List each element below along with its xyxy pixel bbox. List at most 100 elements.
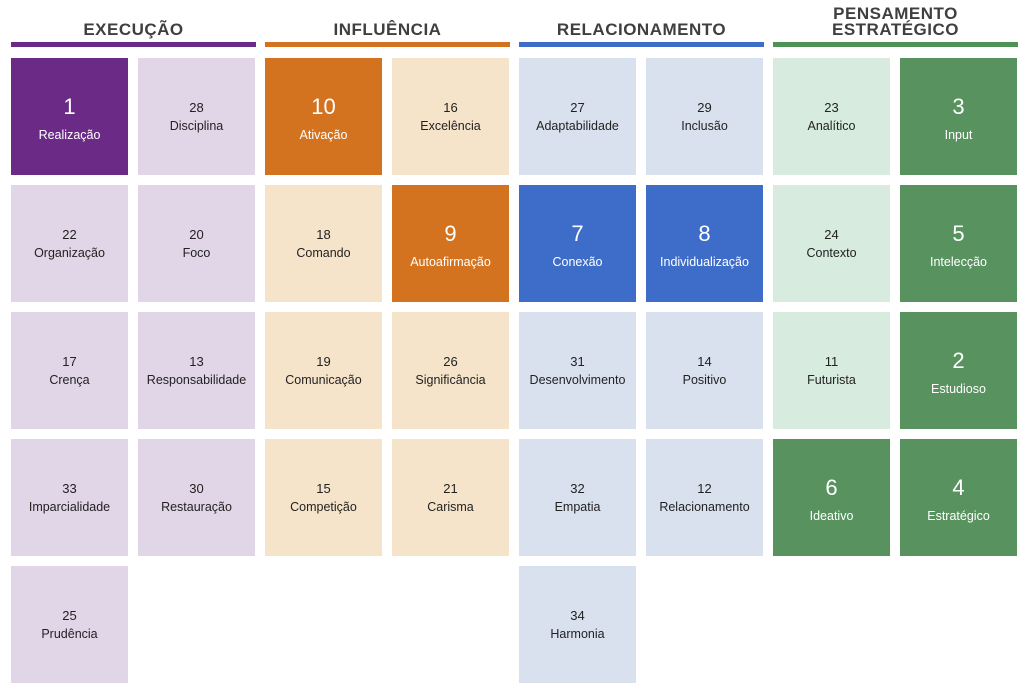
strength-rank: 4 <box>952 475 965 500</box>
strength-rank: 9 <box>444 221 457 246</box>
strength-rank: 24 <box>824 226 839 242</box>
strength-name: Foco <box>182 245 211 260</box>
domain-title: PENSAMENTO ESTRATÉGICO <box>831 4 960 39</box>
strength-name: Harmonia <box>550 626 605 641</box>
strength-name: Prudência <box>41 626 98 641</box>
strength-name: Excelência <box>420 118 481 133</box>
strength-name: Empatia <box>554 499 601 514</box>
strength-rank: 21 <box>443 480 458 496</box>
strength-rank: 13 <box>189 353 204 369</box>
domain-header-relacionamento: RELACIONAMENTO <box>519 0 764 48</box>
strength-rank: 28 <box>189 99 204 115</box>
strength-name: Estratégico <box>927 509 990 523</box>
strength-rank: 19 <box>316 353 331 369</box>
domain-header-influencia: INFLUÊNCIA <box>265 0 510 48</box>
strength-name: Contexto <box>806 245 857 260</box>
strength-rank: 22 <box>62 226 77 242</box>
strength-name: Autoafirmação <box>410 255 491 269</box>
domain-title: RELACIONAMENTO <box>556 20 727 39</box>
strength-rank: 11 <box>824 353 839 369</box>
strength-name: Crença <box>49 372 90 387</box>
strength-rank: 16 <box>443 99 458 115</box>
strength-rank: 30 <box>189 480 204 496</box>
strength-name: Input <box>944 128 973 142</box>
strength-name: Realização <box>38 128 101 142</box>
strength-name: Restauração <box>161 499 232 514</box>
strength-rank: 32 <box>570 480 585 496</box>
strength-name: Intelecção <box>930 255 987 269</box>
strength-rank: 34 <box>570 607 585 623</box>
strength-rank: 15 <box>316 480 331 496</box>
strength-rank: 3 <box>952 94 965 119</box>
strength-rank: 6 <box>825 475 838 500</box>
strength-rank: 12 <box>697 480 712 496</box>
strength-rank: 5 <box>952 221 965 246</box>
strength-rank: 29 <box>697 99 712 115</box>
strength-name: Comunicação <box>285 372 362 387</box>
strength-name: Ideativo <box>809 509 854 523</box>
strength-rank: 14 <box>697 353 712 369</box>
strength-rank: 33 <box>62 480 77 496</box>
strength-name: Carisma <box>427 499 474 514</box>
strength-name: Adaptabilidade <box>536 118 619 133</box>
domain-header-pensamento-estrategico: PENSAMENTO ESTRATÉGICO <box>773 0 1018 48</box>
strength-name: Futurista <box>807 372 856 387</box>
strength-rank: 2 <box>952 348 965 373</box>
strength-name: Analítico <box>807 118 856 133</box>
strength-rank: 17 <box>62 353 77 369</box>
strength-name: Responsabilidade <box>146 372 247 387</box>
strength-rank: 10 <box>311 94 336 119</box>
domain-color-bar <box>265 42 510 47</box>
strength-name: Imparcialidade <box>28 499 111 514</box>
strength-name: Comando <box>296 245 351 260</box>
domain-header-execucao: EXECUÇÃO <box>11 0 256 48</box>
strength-rank: 18 <box>316 226 331 242</box>
strength-name: Relacionamento <box>659 499 750 514</box>
domain-color-bar <box>773 42 1018 47</box>
strength-rank: 25 <box>62 607 77 623</box>
strength-name: Estudioso <box>931 382 986 396</box>
strength-rank: 27 <box>570 99 585 115</box>
strength-name: Significância <box>415 372 486 387</box>
strength-rank: 23 <box>824 99 839 115</box>
strength-name: Conexão <box>552 255 603 269</box>
domain-color-bar <box>519 42 764 47</box>
domain-title: INFLUÊNCIA <box>333 20 442 39</box>
domain-color-bar <box>11 42 256 47</box>
strength-rank: 7 <box>571 221 584 246</box>
strength-name: Individualização <box>660 255 749 269</box>
strength-name: Inclusão <box>681 118 728 133</box>
strength-name: Ativação <box>299 128 348 142</box>
strength-name: Competição <box>290 499 357 514</box>
